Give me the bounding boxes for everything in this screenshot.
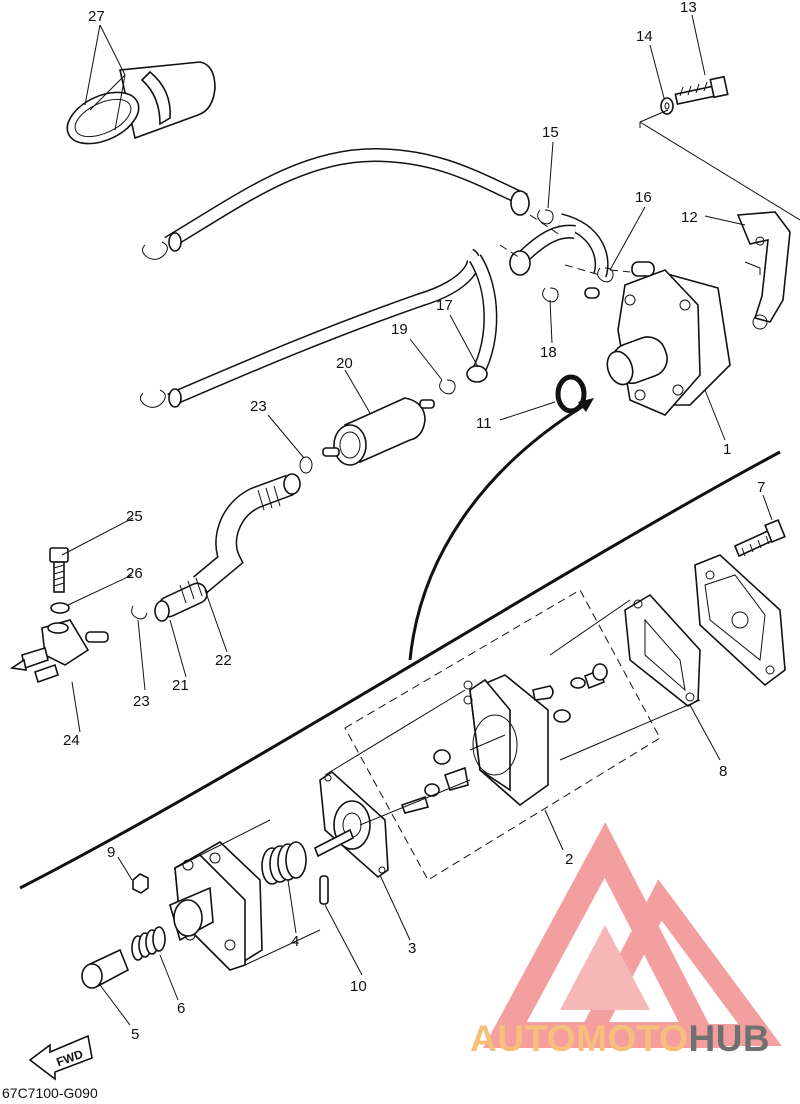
part-15-clip — [537, 209, 554, 225]
assembly-divider-line — [19, 450, 781, 890]
part-3-diaphragm — [314, 770, 389, 879]
callout-24: 24 — [63, 732, 80, 749]
part-5-plunger — [81, 948, 130, 989]
part-10-pin — [319, 875, 329, 905]
callout-1: 1 — [723, 441, 731, 458]
callout-19: 19 — [391, 321, 408, 338]
callout-18: 18 — [540, 344, 557, 361]
fwd-arrow-icon: FWD — [28, 1034, 93, 1081]
part-8-gasket — [624, 593, 701, 707]
part-2-pump-body — [463, 674, 549, 807]
assembly-arrow — [408, 403, 586, 661]
watermark-text-part2: HUB — [688, 1018, 771, 1059]
callout-9: 9 — [107, 844, 115, 861]
part-22-hose — [192, 473, 301, 594]
callout-13: 13 — [680, 0, 697, 16]
callout-labels: 1 2 3 4 5 6 7 8 9 10 11 12 13 14 15 16 1… — [63, 0, 765, 1043]
part-13-bolt — [674, 75, 729, 105]
part-27-intake-duct — [66, 61, 216, 145]
callout-6: 6 — [177, 1000, 185, 1017]
part-12-bracket — [736, 211, 791, 330]
callout-23-upper: 23 — [250, 398, 267, 415]
part-4-spring — [261, 841, 307, 885]
fuel-hose-upper — [164, 147, 530, 252]
part-11-o-ring — [555, 374, 587, 414]
part-6-spring — [131, 926, 166, 961]
part-16-clip — [597, 267, 614, 283]
callout-12: 12 — [681, 209, 698, 226]
watermark-logo-icon — [483, 822, 782, 1048]
pump-housing — [169, 841, 263, 972]
callout-21: 21 — [172, 677, 189, 694]
callout-2: 2 — [565, 851, 573, 868]
callout-14: 14 — [636, 28, 653, 45]
watermark-text: AUTOMOTOHUB — [470, 1018, 770, 1060]
part-7-bolt — [733, 518, 786, 558]
pump-fasteners — [400, 663, 608, 814]
part-25-screw — [49, 547, 69, 593]
part-14-washer — [660, 97, 674, 115]
part-23-clip-lower — [131, 605, 148, 620]
callout-16: 16 — [635, 189, 652, 206]
part-19-clip — [439, 379, 456, 395]
part-24-fitting — [9, 619, 109, 684]
callout-11: 11 — [476, 415, 492, 432]
callout-22: 22 — [215, 652, 232, 669]
callout-20: 20 — [336, 355, 353, 372]
callout-25: 25 — [126, 508, 143, 525]
fuel-hose-elbow — [509, 213, 609, 278]
watermark-text-part1: AUTOMOTO — [470, 1018, 689, 1059]
diagram-code: 67C7100-G090 — [2, 1085, 98, 1101]
callout-10: 10 — [350, 978, 367, 995]
part-1-fuel-pump — [584, 261, 731, 416]
callout-26: 26 — [126, 565, 143, 582]
callout-23-lower: 23 — [133, 693, 150, 710]
callout-8: 8 — [719, 763, 727, 780]
pump-assembly-outline — [344, 589, 661, 881]
part-18-clip — [542, 287, 559, 303]
part-20-fuel-filter — [322, 397, 435, 466]
callout-17: 17 — [436, 297, 453, 314]
callout-5: 5 — [131, 1026, 139, 1043]
part-23-clip-upper — [299, 456, 313, 474]
part-26-washer — [50, 602, 70, 614]
callout-27: 27 — [88, 8, 105, 25]
part-21-pipe — [154, 577, 208, 622]
fuel-hose-lower — [167, 248, 481, 408]
callout-7: 7 — [757, 479, 765, 496]
callout-4: 4 — [291, 933, 299, 950]
pump-cover — [694, 554, 786, 687]
part-9-nut — [132, 873, 149, 894]
callout-15: 15 — [542, 124, 559, 141]
leader-lines — [61, 14, 773, 1026]
callout-3: 3 — [408, 940, 416, 957]
